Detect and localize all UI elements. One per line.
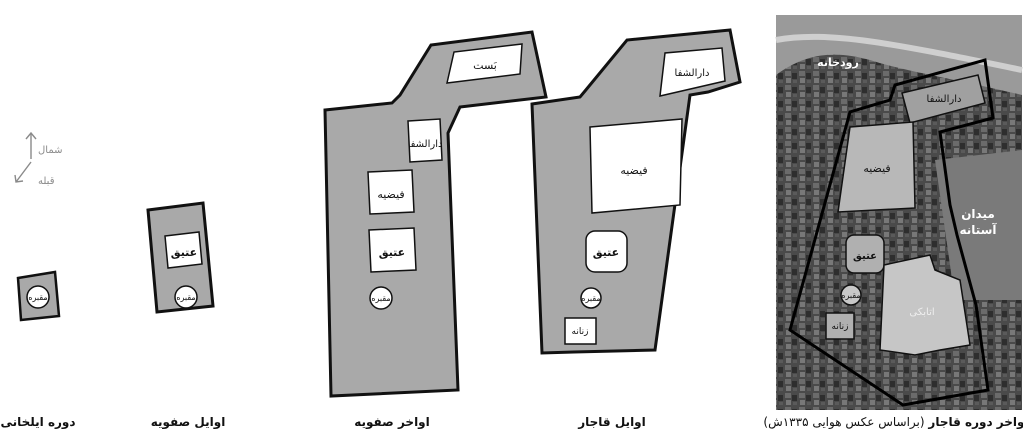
plan-early-qajar: دارالشفا فیضیه عتیق مقبره زنانه [532,30,740,353]
dar-al-shifa-label: دارالشفا [675,68,710,79]
caption-early-qajar: اوایل قاجار [578,415,646,429]
plan-late-safavid: بَست دارالشفا فیضیه عتیق مقبره [325,32,546,396]
caption-late-qajar: اواخر دوره قاجار (براساس عکس هوایی ۱۳۳۵ش… [763,415,1023,429]
north-arrow-icon [26,133,36,159]
tomb-label: مقبره [581,294,600,303]
north-label: شمال [38,145,62,156]
qibla-label: قبله [38,176,55,187]
compass: شمال قبله [15,133,62,187]
plan-early-safavid: عتیق مقبره [148,203,213,312]
tomb-label: مقبره [176,293,195,302]
plan-ilkhani: مقبره [18,272,59,320]
zanane-label: زنانه [832,322,849,332]
tomb-label: مقبره [841,291,860,300]
atabaki-label: اتابکی [909,307,934,318]
qibla-arrow-icon [15,162,31,182]
zanane-label: زنانه [572,327,589,337]
atiq-label: عتیق [379,246,405,259]
bast-label: بَست [473,59,497,72]
river-label: رودخانه [817,56,859,69]
tomb-label: مقبره [371,294,390,303]
tomb-label: مقبره [28,293,47,302]
feyziyeh-label: فیضیه [863,162,890,175]
caption-early-safavid: اوایل صفویه [151,415,226,429]
caption-late-safavid: اواخر صفویه [354,415,430,429]
feyziyeh-label: فیضیه [377,188,404,201]
caption-ilkhani: دوره ایلخانی [0,415,75,429]
feyziyeh-label: فیضیه [620,164,647,177]
dar-al-shifa-label: دارالشفا [408,139,443,150]
site-outline [325,32,546,396]
dar-al-shifa-label: دارالشفا [927,94,962,105]
atiq-label: عتیق [593,246,619,259]
atiq-label: عتیق [853,251,877,262]
aerial-photo: دارالشفا فیضیه عتیق مقبره زنانه اتابکی ر… [776,15,1022,410]
atiq-label: عتیق [171,246,197,259]
